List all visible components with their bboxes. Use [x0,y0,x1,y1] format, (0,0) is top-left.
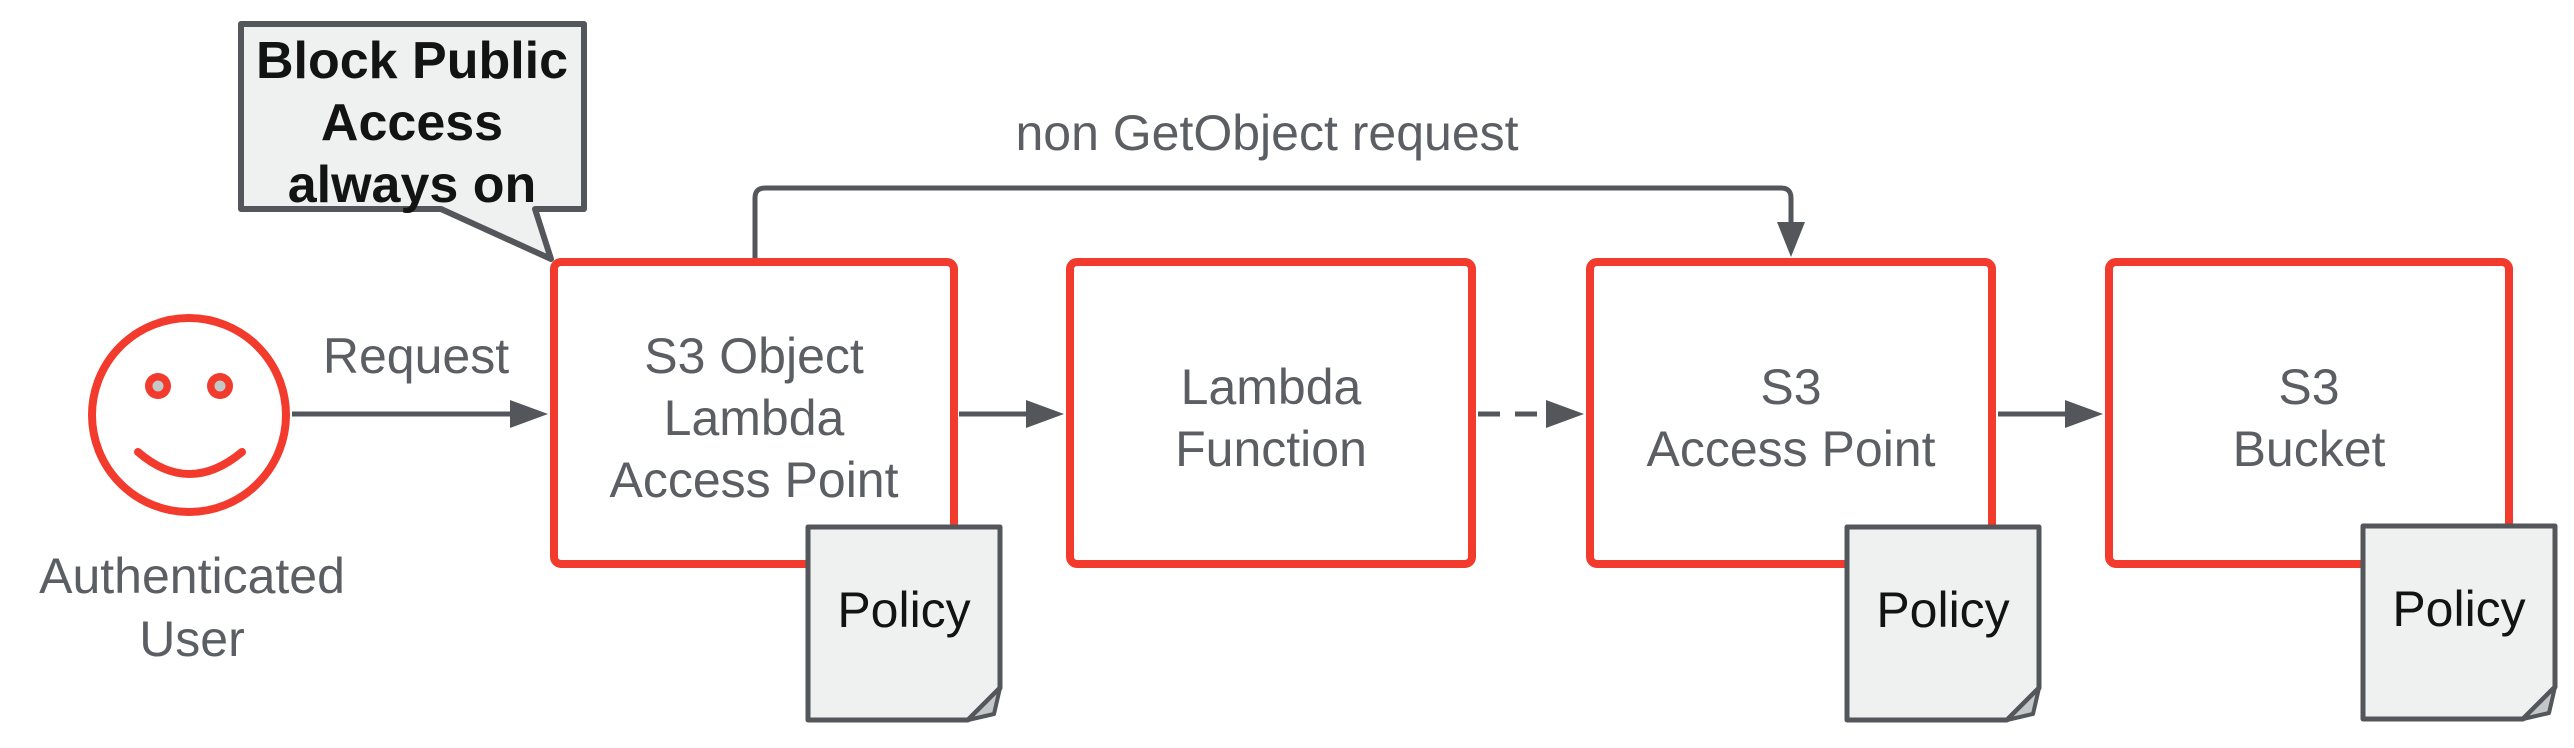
lambda-function-label-line2: Function [1175,421,1367,477]
node-s3-object-lambda-access-point: S3 Object Lambda Access Point [550,258,958,568]
edge-non-getobject-bypass: non GetObject request [752,105,1805,260]
ap-to-bucket-arrowhead-icon [2065,400,2103,428]
edge-request: Request [292,328,548,428]
s3-bucket-label-line1: S3 [2278,359,2339,415]
non-getobject-arrowhead-icon [1777,222,1805,257]
s3-access-point-label-line1: S3 [1760,359,1821,415]
policy-note-s3-bucket: Policy [2360,523,2558,722]
callout-text-line2: Access [321,94,503,152]
actor-authenticated-user: Authenticated User [39,314,345,667]
callout-block-public-access: Block Public Access always on [238,21,587,262]
s3-object-lambda-access-point-box [550,258,958,568]
s3-access-point-box [1586,258,1996,568]
edge-lambda-to-ap-dashed [1478,400,1584,428]
policy-label: Policy [837,582,970,638]
edge-olap-to-lambda [959,400,1064,428]
smiley-mouth-icon [134,448,246,478]
node-lambda-function: Lambda Function [1066,258,1476,568]
s3-object-lambda-access-point-label-line2: Lambda [664,390,845,446]
s3-bucket-label-line2: Bucket [2233,421,2386,477]
edge-ap-to-bucket [1998,400,2103,428]
callout-text-line3: always on [288,156,537,214]
request-arrowhead-icon [510,400,548,428]
policy-note-object-lambda-access-point: Policy [805,524,1003,723]
node-s3-bucket: S3 Bucket [2105,258,2513,568]
policy-document-fold-icon [2521,685,2557,721]
olap-to-lambda-arrowhead-icon [1026,400,1064,428]
authenticated-user-label-line1: Authenticated [39,548,345,604]
request-label: Request [323,328,509,384]
node-s3-access-point: S3 Access Point [1586,258,1996,568]
lambda-to-ap-arrowhead-icon [1546,400,1584,428]
s3-bucket-box [2105,258,2513,568]
policy-note-s3-access-point: Policy [1844,524,2042,723]
lambda-function-label-line1: Lambda [1181,359,1362,415]
non-getobject-label: non GetObject request [1015,105,1518,161]
non-getobject-elbow-line [752,185,1794,260]
speech-bubble-icon [238,21,587,262]
smiley-left-eye-dot-icon [152,380,164,392]
lambda-function-box [1066,258,1476,568]
s3-object-lambda-access-point-label-line1: S3 Object [644,328,864,384]
policy-label: Policy [1876,582,2009,638]
authenticated-user-label-line2: User [139,611,245,667]
smiley-right-eye-dot-icon [214,380,226,392]
policy-label: Policy [2392,581,2525,637]
callout-text-line1: Block Public [256,32,568,90]
policy-document-fold-icon [2005,686,2041,722]
policy-document-fold-icon [966,686,1002,722]
s3-object-lambda-access-point-label-line3: Access Point [609,452,898,508]
s3-access-point-label-line2: Access Point [1646,421,1935,477]
smiley-face-icon [88,314,290,516]
